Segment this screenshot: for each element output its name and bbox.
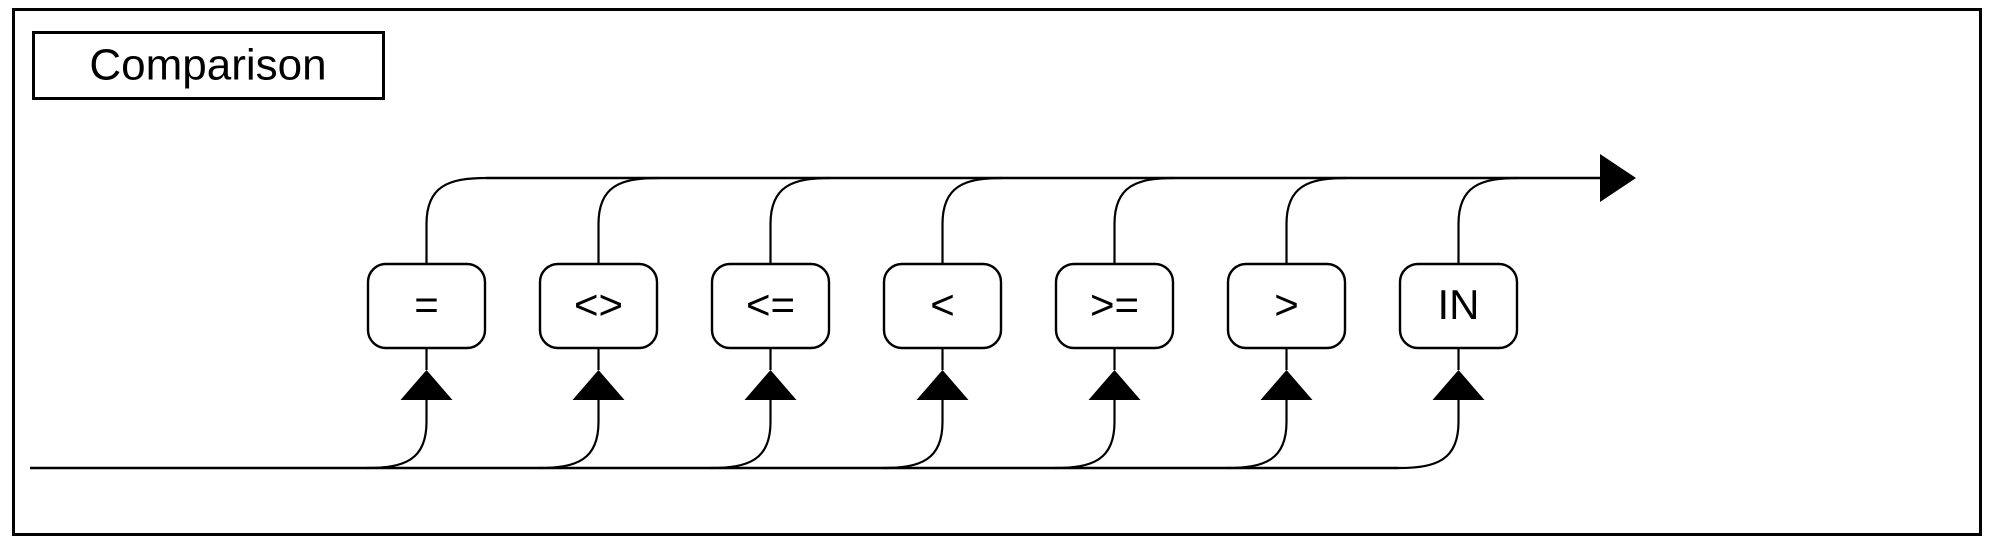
operator-less-than-box[interactable]: <: [882, 262, 1003, 350]
operator-in-border: [1398, 262, 1519, 350]
operator-greater-than-or-equal-label: >=: [1090, 281, 1139, 328]
alternative-bottom-connector: [1398, 400, 1460, 470]
operator-less-than-label: <: [930, 281, 955, 328]
alternative-top-connector: [425, 176, 487, 264]
operator-less-than-border: [882, 262, 1003, 350]
operator-in-label: IN: [1438, 281, 1480, 328]
connectors-layer: [366, 176, 1519, 470]
alternative-bottom-connector: [882, 400, 944, 470]
diagram-title: Comparison: [89, 41, 326, 90]
arrowheads-layer: [400, 154, 1636, 400]
alternative-entry-arrow-icon: [916, 370, 969, 400]
operator-equals-label: =: [414, 281, 439, 328]
alternative-entry-arrow-icon: [400, 370, 453, 400]
alternative-entry-arrow-icon: [1088, 370, 1141, 400]
operator-equals-border: [366, 262, 487, 350]
operator-greater-than-box[interactable]: >: [1226, 262, 1347, 350]
alternative-bottom-connector: [1226, 400, 1288, 470]
operator-not-equals-border: [538, 262, 659, 350]
alternative-bottom-connector: [710, 400, 772, 470]
alternative-top-connector: [941, 176, 1003, 264]
alternative-top-connector: [1285, 176, 1347, 264]
operator-greater-than-border: [1226, 262, 1347, 350]
alternative-top-connector: [769, 176, 831, 264]
alternative-entry-arrow-icon: [744, 370, 797, 400]
operator-not-equals-box[interactable]: <>: [538, 262, 659, 350]
alternative-entry-arrow-icon: [1260, 370, 1313, 400]
title-box-border: [32, 31, 385, 100]
diagram-title-box: Comparison: [32, 31, 385, 100]
operator-in-box[interactable]: IN: [1398, 262, 1519, 350]
exit-arrow-icon: [1600, 154, 1636, 202]
alternative-bottom-connector: [366, 400, 428, 470]
operator-less-than-or-equal-label: <=: [746, 281, 795, 328]
operator-less-than-or-equal-box[interactable]: <=: [710, 262, 831, 350]
alternative-entry-arrow-icon: [572, 370, 625, 400]
alternative-bottom-connector: [1054, 400, 1116, 470]
alternative-entry-arrow-icon: [1432, 370, 1485, 400]
operator-greater-than-or-equal-border: [1054, 262, 1175, 350]
operator-not-equals-label: <>: [574, 281, 623, 328]
alternative-boxes-layer: = <> <= < >= > IN: [366, 262, 1519, 350]
operator-less-than-or-equal-border: [710, 262, 831, 350]
alternative-top-connector: [597, 176, 659, 264]
alternative-top-connector: [1113, 176, 1175, 264]
operator-equals-box[interactable]: =: [366, 262, 487, 350]
alternative-top-connector: [1457, 176, 1519, 264]
operator-greater-than-or-equal-box[interactable]: >=: [1054, 262, 1175, 350]
alternative-bottom-connector: [538, 400, 600, 470]
operator-greater-than-label: >: [1274, 281, 1299, 328]
